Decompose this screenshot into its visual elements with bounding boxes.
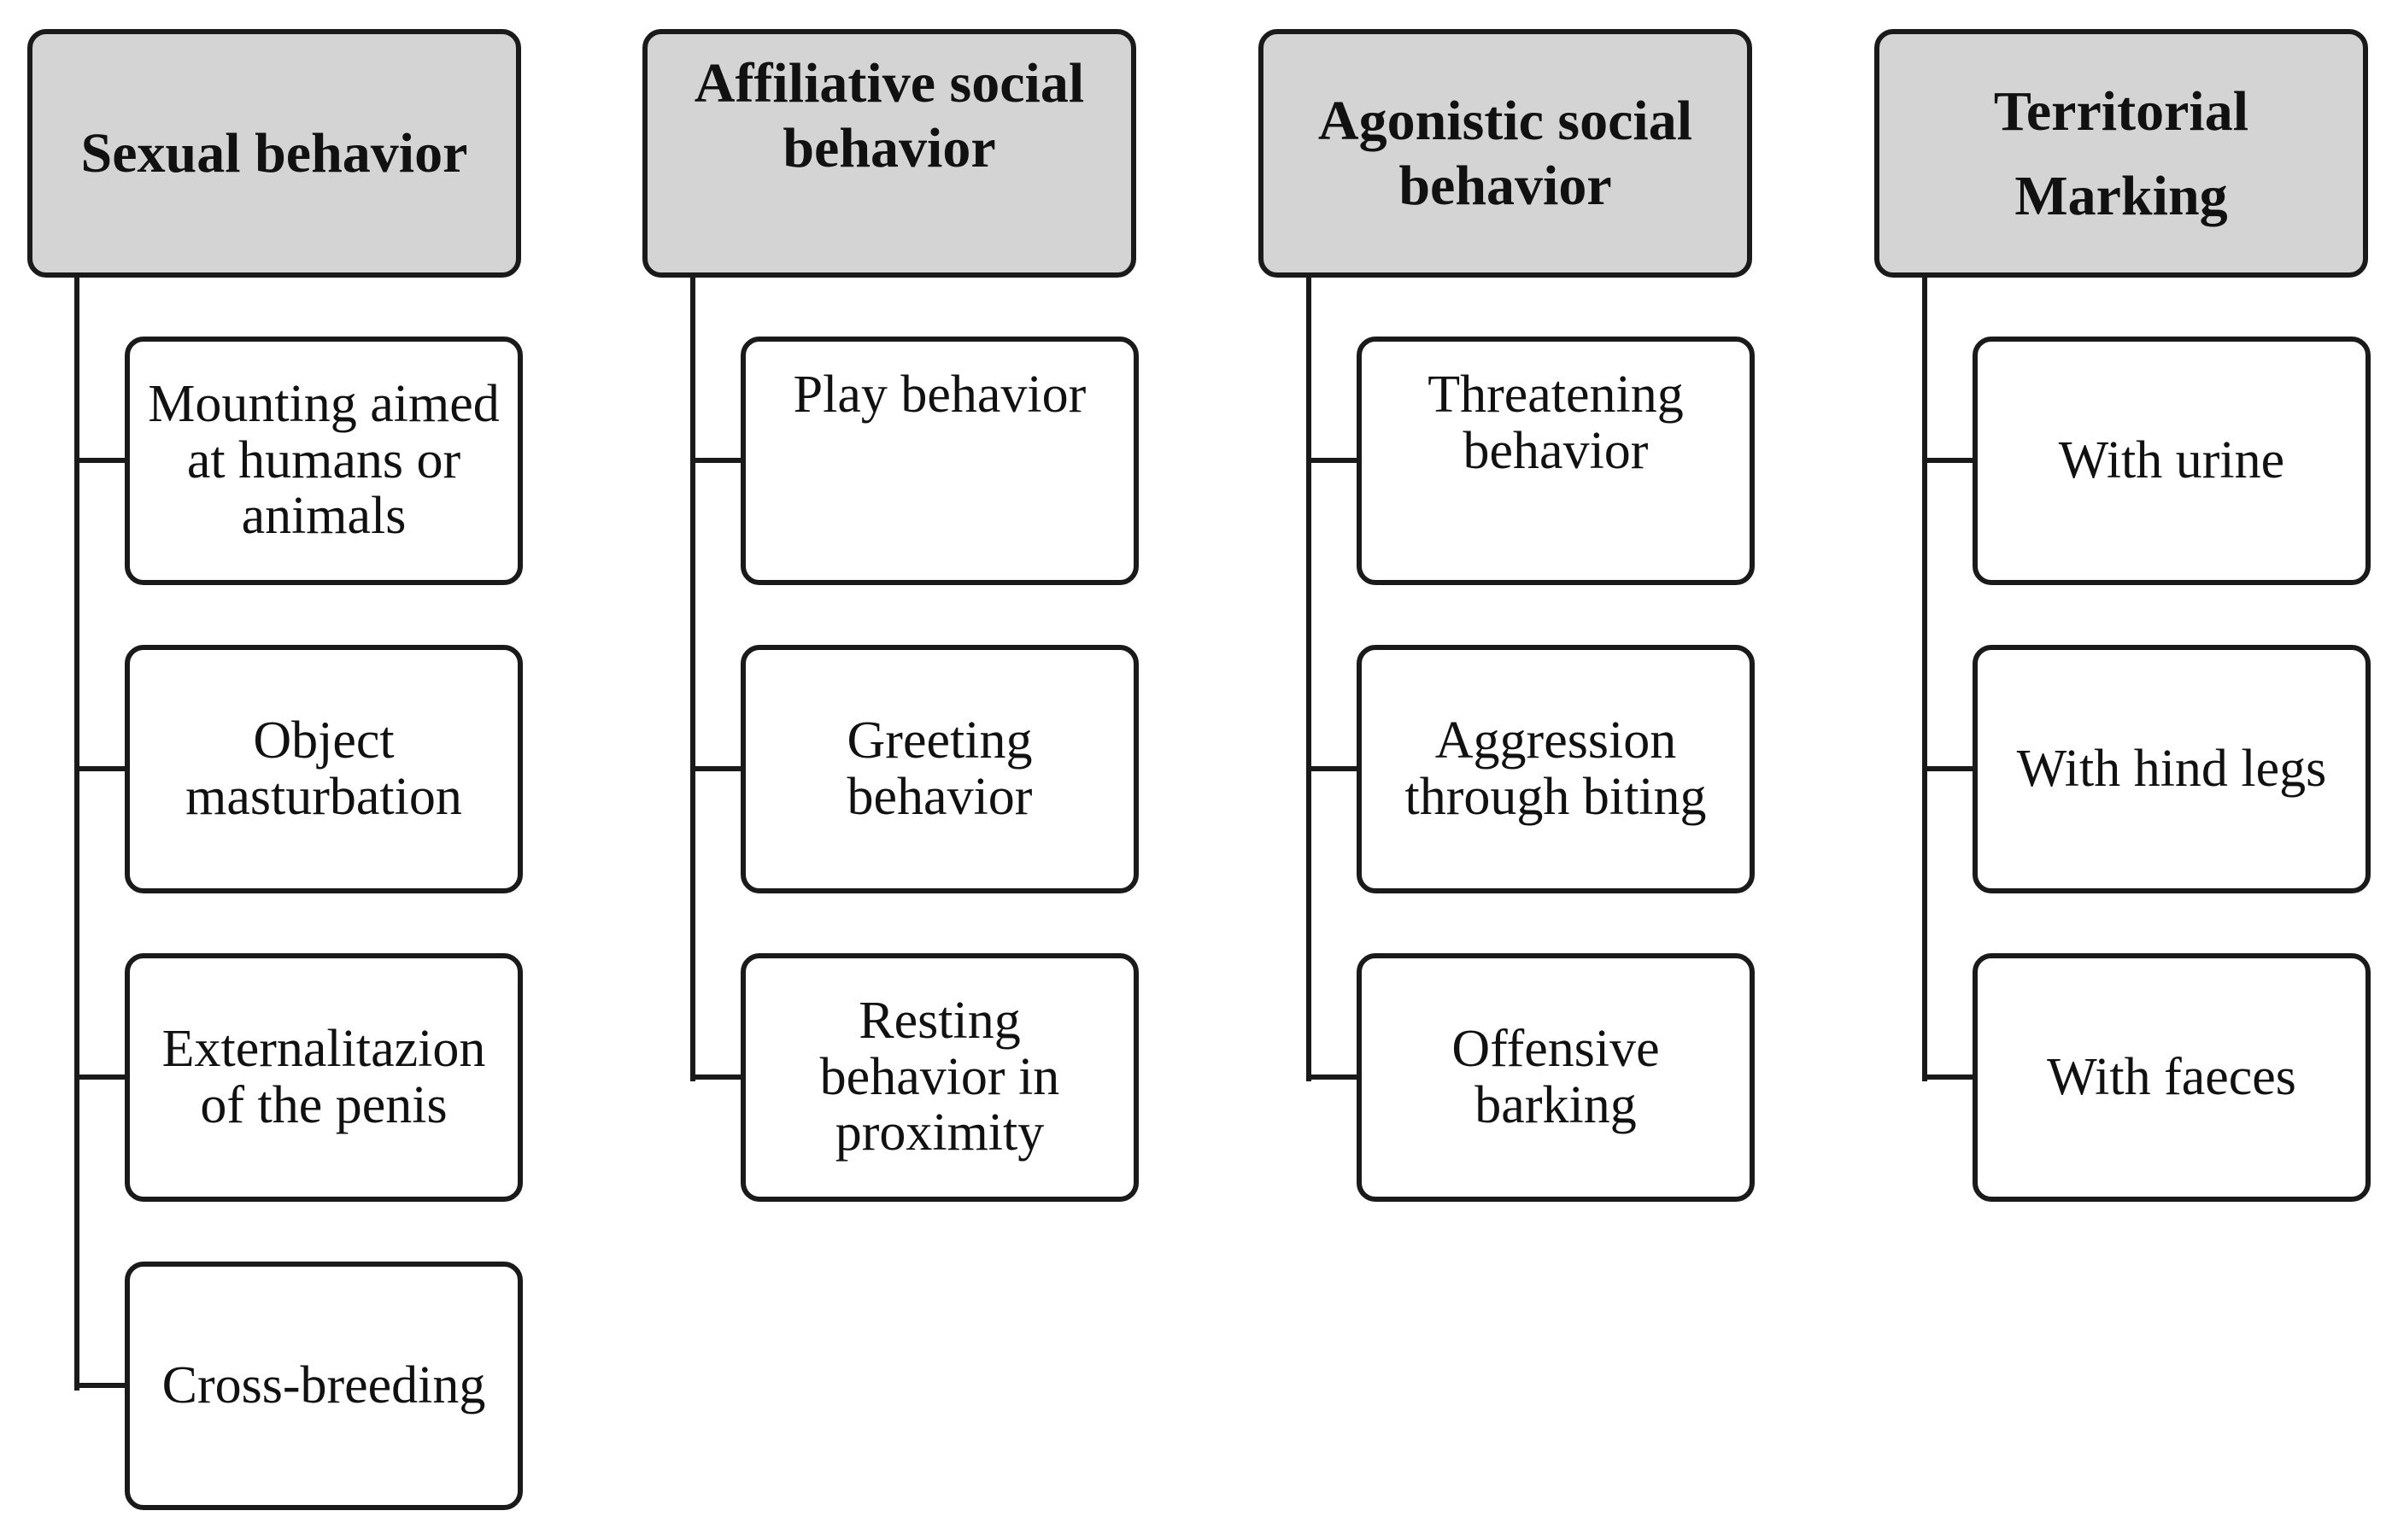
category-header-agonistic-social-behavior: Agonistic social behavior [1258,29,1752,278]
category-header-territorial-marking: Territorial Marking [1874,29,2368,278]
behavior-item-label: Externalitazion of the penis [161,1019,486,1134]
connector-branch [74,766,128,771]
behavior-item: With urine [1973,337,2371,585]
behavior-item: Play behavior [741,337,1139,585]
behavior-item-label: With faeces [2047,1047,2296,1106]
behavior-item: With hind legs [1973,645,2371,893]
behavior-item-label: Object masturbation [185,711,462,826]
connector-branch [74,1383,128,1388]
behavior-item: Externalitazion of the penis [125,953,523,1202]
category-header-label: Territorial Marking [1993,79,2249,227]
connector-branch [1306,766,1360,771]
behavior-item-label: Threatening behavior [1427,366,1684,480]
behavior-item-label: Cross-breeding [161,1356,486,1414]
behavior-item-label: With hind legs [2016,739,2327,798]
connector-trunk-territorial [1922,275,1927,1081]
behavior-item: Aggression through biting [1357,645,1755,893]
behavior-item-label: With urine [2058,430,2285,489]
behavior-item-label: Aggression through biting [1404,711,1707,826]
connector-branch [1922,766,1976,771]
behavior-item: Object masturbation [125,645,523,893]
connector-branch [1306,458,1360,463]
category-header-label: Agonistic social behavior [1317,89,1693,217]
connector-branch [690,766,744,771]
connector-branch [690,458,744,463]
category-header-sexual-behavior: Sexual behavior [27,29,521,278]
category-header-label: Affiliative social behavior [694,52,1085,179]
behavior-item-label: Mounting aimed at humans or animals [148,374,500,546]
behavior-item: Mounting aimed at humans or animals [125,337,523,585]
behavior-item: With faeces [1973,953,2371,1202]
connector-branch [1306,1074,1360,1080]
connector-trunk-agonistic [1306,275,1311,1081]
behavior-item: Greeting behavior [741,645,1139,893]
category-header-affiliative-social-behavior: Affiliative social behavior [642,29,1136,278]
connector-branch [74,458,128,463]
category-header-label: Sexual behavior [80,121,468,184]
behavior-item-label: Resting behavior in proximity [819,991,1060,1162]
behavior-item: Resting behavior in proximity [741,953,1139,1202]
connector-trunk-sexual [74,275,79,1391]
connector-branch [1922,1074,1976,1080]
connector-trunk-affiliative [690,275,695,1081]
connector-branch [1922,458,1976,463]
behavior-item: Cross-breeding [125,1262,523,1510]
behavior-item: Offensive barking [1357,953,1755,1202]
behavior-item-label: Play behavior [793,366,1087,424]
behavior-item: Threatening behavior [1357,337,1755,585]
behavior-item-label: Offensive barking [1451,1019,1660,1134]
behavior-item-label: Greeting behavior [847,711,1033,826]
connector-branch [74,1074,128,1080]
connector-branch [690,1074,744,1080]
